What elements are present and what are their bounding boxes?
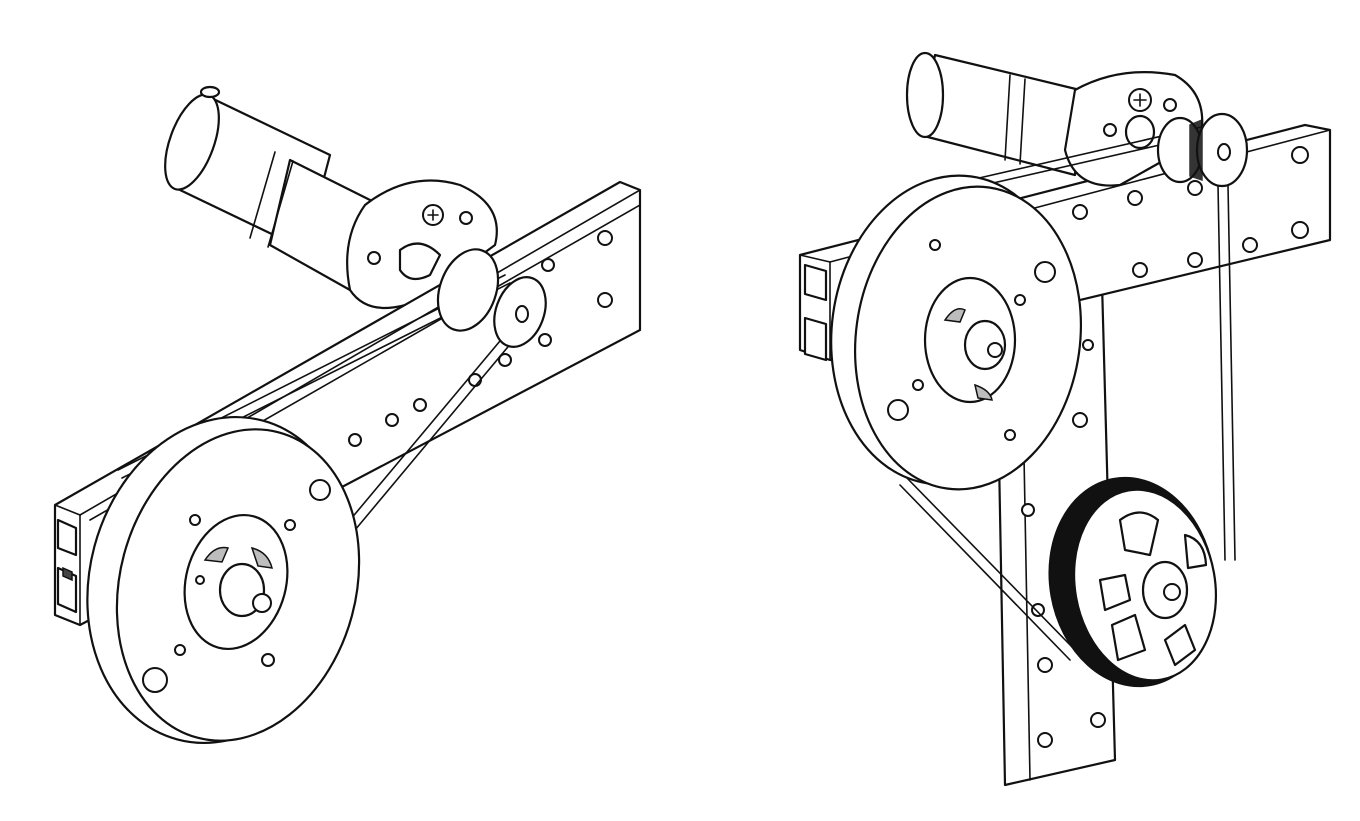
left-assembly (53, 85, 642, 744)
left-large-hub-disc (86, 416, 361, 744)
right-small-pulley (1156, 112, 1249, 188)
right-dc-motor (905, 51, 1082, 177)
right-assembly (798, 51, 1332, 787)
left-small-pulley (436, 248, 547, 348)
right-large-disc (830, 174, 1094, 491)
right-toothed-gear-pulley (1048, 476, 1218, 688)
left-motor-mount (346, 179, 498, 310)
